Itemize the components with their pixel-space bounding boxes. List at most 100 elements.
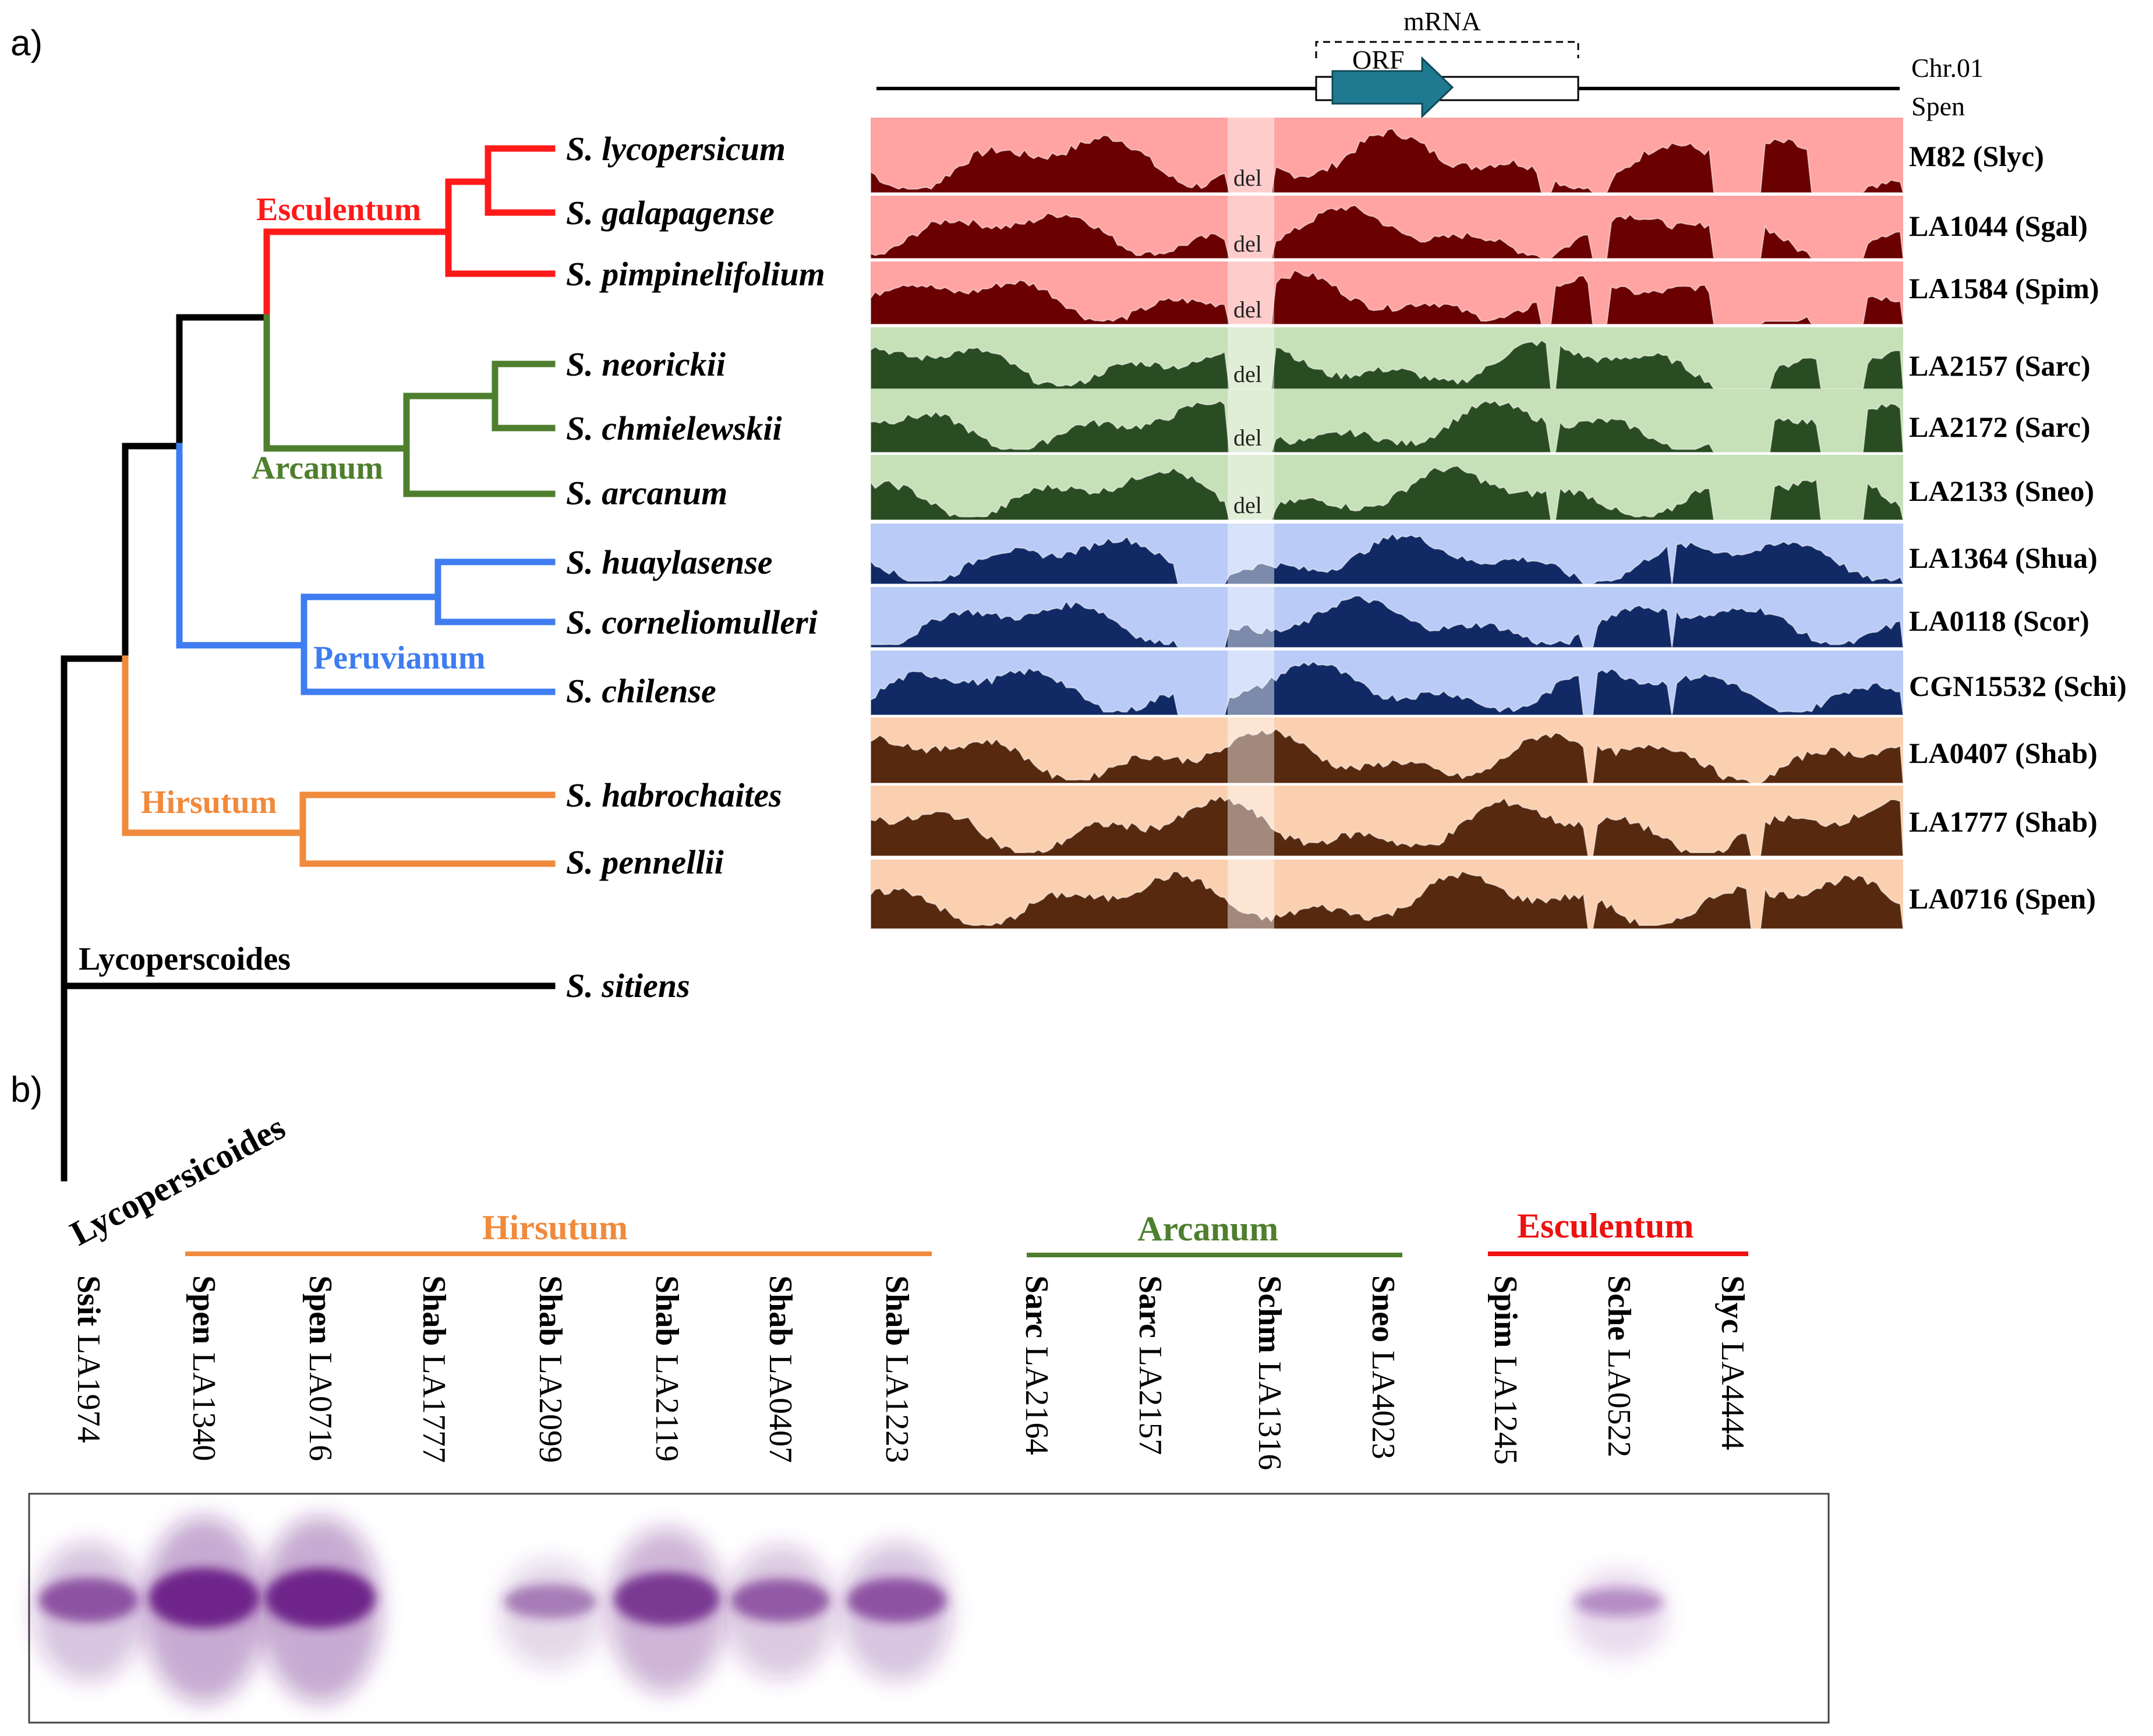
lane-accession: LA2164 xyxy=(1019,1338,1055,1455)
deletion-label: del xyxy=(1233,296,1262,323)
deletion-label: del xyxy=(1233,165,1262,191)
deletion-highlight xyxy=(1228,196,1274,259)
lane-species: Sneo xyxy=(1365,1275,1401,1342)
lane-label: Shab LA2099 xyxy=(532,1275,568,1463)
lane-species: Ssit xyxy=(70,1275,107,1326)
lane-species: Slyc xyxy=(1714,1275,1751,1334)
clade-label-hirsutum: Hirsutum xyxy=(141,784,277,821)
lane-species: Sarc xyxy=(1132,1275,1168,1338)
band-core xyxy=(38,1578,139,1623)
coverage-track xyxy=(870,860,1904,929)
gel-band xyxy=(33,1542,144,1682)
coverage-track: del xyxy=(870,196,1904,259)
lane-species: Sarc xyxy=(1019,1275,1055,1338)
deletion-highlight xyxy=(1228,860,1274,929)
lane-label: Slyc LA4444 xyxy=(1714,1275,1751,1450)
species-label: S. sitiens xyxy=(566,967,690,1005)
track-accession-label: LA2157 (Sarc) xyxy=(1909,349,2091,382)
track-accession-label: LA0407 (Shab) xyxy=(1909,737,2098,769)
species-label: S. neorickii xyxy=(566,345,726,383)
species-label: S. chilense xyxy=(566,672,716,710)
deletion-highlight xyxy=(1228,587,1274,648)
lane-accession: LA1245 xyxy=(1487,1348,1523,1465)
panel-a-label: a) xyxy=(10,23,43,63)
species-label: S. corneliomulleri xyxy=(566,603,818,641)
lane-accession: LA0522 xyxy=(1601,1341,1637,1458)
mrna-label: mRNA xyxy=(1403,6,1481,36)
track-accession-label: LA1777 (Shab) xyxy=(1909,805,2098,838)
coverage-track xyxy=(870,717,1904,784)
deletion-label: del xyxy=(1233,492,1262,518)
species-label: S. chmielewskii xyxy=(566,409,782,447)
coverage-track: del xyxy=(870,261,1904,325)
lane-label: Shab LA1223 xyxy=(879,1275,915,1463)
track-accession-label: M82 (Slyc) xyxy=(1909,140,2044,172)
species-label: S. lycopersicum xyxy=(566,130,786,168)
track-labels: M82 (Slyc)LA1044 (Sgal)LA1584 (Spim)LA21… xyxy=(1909,140,2127,915)
gel-band xyxy=(726,1545,835,1679)
lane-label: Spen LA1340 xyxy=(186,1275,222,1461)
track-accession-label: LA2133 (Sneo) xyxy=(1909,475,2094,507)
band-core xyxy=(731,1579,830,1622)
clade-label-esculentum: Esculentum xyxy=(256,192,421,228)
lane-label: Sarc LA2157 xyxy=(1132,1275,1168,1455)
coverage-profile xyxy=(870,532,1904,585)
gel-band xyxy=(608,1528,726,1693)
lane-label: Spen LA0716 xyxy=(302,1275,338,1461)
deletion-label: del xyxy=(1233,231,1262,257)
deletion-highlight xyxy=(1228,650,1274,715)
gel-bands xyxy=(33,1516,1668,1703)
coverage-profile xyxy=(870,400,1904,453)
gel-band xyxy=(143,1516,265,1703)
lane-species: Shab xyxy=(762,1275,798,1346)
lane-label: Spim LA1245 xyxy=(1487,1275,1523,1465)
gel-band xyxy=(842,1542,952,1682)
species-labels: S. lycopersicum S. galapagense S. pimpin… xyxy=(566,130,825,1005)
tree-hirsutum-branches xyxy=(122,655,556,867)
species-label: S. arcanum xyxy=(566,474,727,512)
coverage-tracks: del del del del del del xyxy=(870,118,1904,929)
lane-accession: LA2099 xyxy=(532,1346,568,1463)
gel-band xyxy=(1569,1569,1668,1659)
species-label: S. pimpinelifolium xyxy=(566,255,825,293)
deletion-label: del xyxy=(1233,361,1262,387)
orf-arrow xyxy=(1331,56,1454,119)
deletion-highlight xyxy=(1228,524,1274,584)
track-accession-label: LA0118 (Scor) xyxy=(1909,604,2090,637)
coverage-track: del xyxy=(870,118,1904,193)
clade-label-arcanum: Arcanum xyxy=(252,450,383,486)
band-core xyxy=(265,1568,376,1628)
species-label: S. galapagense xyxy=(566,194,775,232)
lane-species: Shab xyxy=(879,1275,915,1346)
lane-label: Shab LA1777 xyxy=(416,1275,452,1463)
coverage-profile xyxy=(870,269,1904,325)
deletion-label: del xyxy=(1233,425,1262,451)
coverage-track xyxy=(870,524,1904,585)
lane-label: Shab LA2119 xyxy=(649,1275,685,1462)
coverage-profile xyxy=(870,660,1904,716)
lane-species: Schm xyxy=(1252,1275,1288,1353)
orf-label: ORF xyxy=(1352,45,1404,75)
lane-accession: LA2119 xyxy=(649,1346,685,1462)
track-accession-label: LA0716 (Spen) xyxy=(1909,882,2096,915)
species-label: S. habrochaites xyxy=(566,776,782,814)
lane-species: Spen xyxy=(302,1275,338,1344)
deletion-highlight xyxy=(1228,261,1274,324)
lane-label: Shab LA0407 xyxy=(762,1275,798,1463)
lane-accession: LA1974 xyxy=(70,1326,107,1443)
clade-label-lycoperscoides: Lycoperscoides xyxy=(79,941,291,977)
gel-band xyxy=(499,1559,602,1667)
coverage-track: del xyxy=(870,327,1904,390)
lane-label: Schm LA1316 xyxy=(1252,1275,1288,1470)
coverage-profile xyxy=(870,465,1904,521)
track-accession-label: CGN15532 (Schi) xyxy=(1909,670,2127,702)
coverage-profile xyxy=(870,204,1904,259)
lane-accession: LA1777 xyxy=(416,1346,452,1463)
lane-accession: LA1316 xyxy=(1252,1353,1288,1470)
clade-label-peruvianum: Peruvianum xyxy=(313,640,486,676)
deletion-highlight xyxy=(1228,455,1274,520)
lane-accession: LA4023 xyxy=(1365,1342,1401,1459)
deletion-highlight xyxy=(1228,717,1274,783)
coverage-track: del xyxy=(870,455,1904,521)
